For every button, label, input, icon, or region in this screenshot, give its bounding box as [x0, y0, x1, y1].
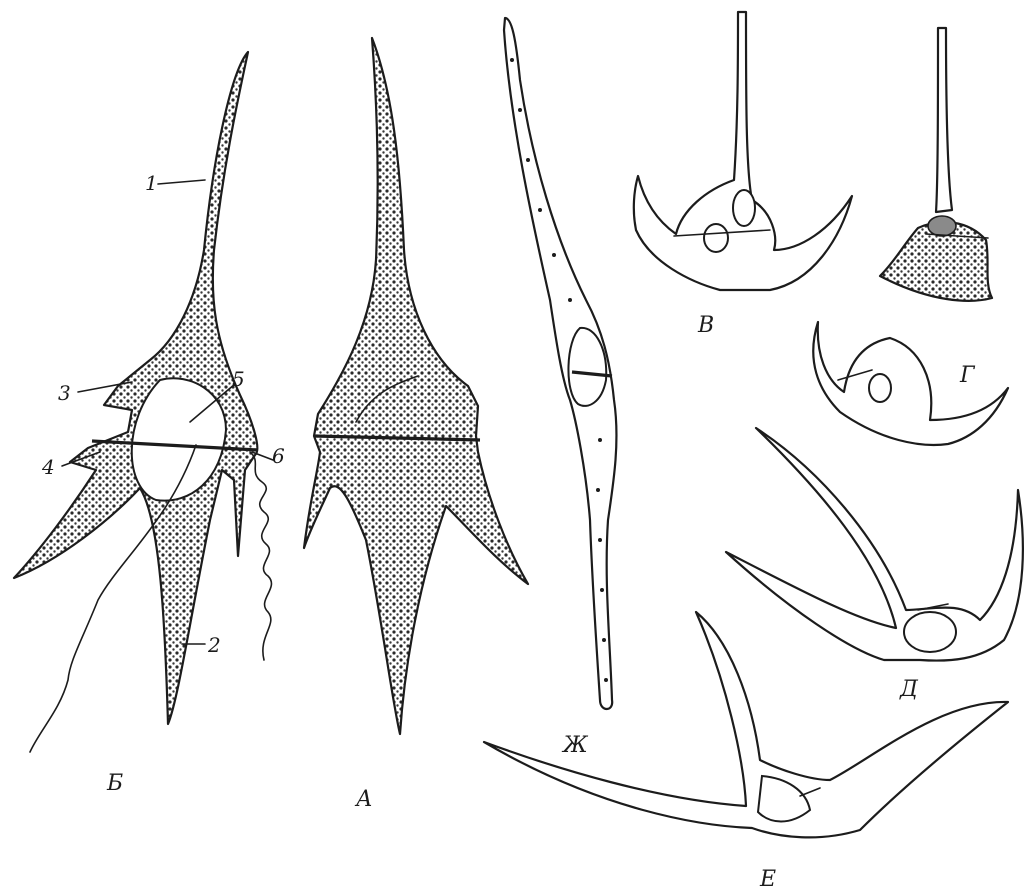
label-2: 2 [207, 633, 221, 657]
label-g: Г [959, 363, 976, 388]
cell-b-flagellum-wavy [250, 452, 271, 660]
label-zh: Ж [561, 733, 589, 758]
cell-v: В [634, 12, 852, 338]
label-v: В [697, 313, 714, 338]
cell-d-nucleus [904, 612, 956, 652]
cell-a: А [304, 38, 528, 812]
cell-v-body [634, 12, 852, 290]
leader-1 [158, 180, 205, 184]
cell-shaded [880, 28, 992, 301]
cell-shaded-horn [936, 28, 952, 212]
cell-g: Г [813, 322, 1008, 445]
cell-a-body [304, 38, 528, 734]
cell-b: 1 2 3 4 5 6 Б [14, 52, 285, 796]
label-b: Б [106, 771, 123, 796]
cell-d: Д [726, 428, 1023, 702]
label-4: 4 [41, 455, 55, 479]
label-3: 3 [58, 381, 71, 405]
label-5: 5 [232, 367, 245, 391]
cell-shaded-nucleus [928, 216, 956, 236]
label-1: 1 [145, 171, 158, 195]
cell-g-nucleus [869, 374, 891, 402]
cell-v-nucleus [704, 224, 728, 252]
cell-d-body [726, 428, 1023, 661]
label-d: Д [899, 677, 919, 702]
label-e: Е [759, 867, 776, 892]
label-a: А [354, 787, 373, 812]
label-6: 6 [272, 444, 285, 468]
cell-v-vacuole [733, 190, 755, 226]
cell-g-body [813, 322, 1008, 445]
cell-zh: Ж [504, 18, 616, 758]
cell-b-body [14, 52, 257, 724]
